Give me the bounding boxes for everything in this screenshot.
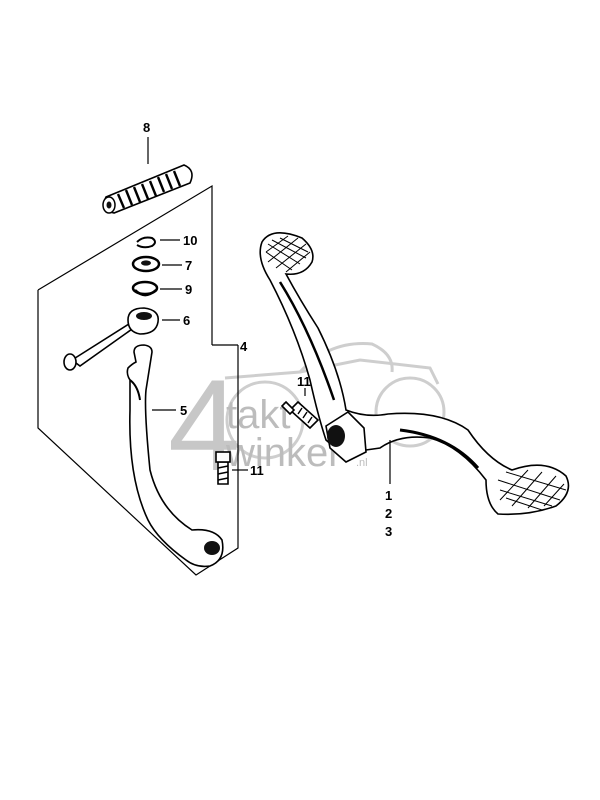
callout-11-left: 11 — [250, 463, 264, 478]
callout-6: 6 — [183, 313, 190, 328]
spring — [131, 280, 182, 297]
callout-10: 10 — [183, 233, 197, 248]
callout-4: 4 — [240, 339, 248, 354]
washer — [131, 255, 182, 273]
callout-9: 9 — [185, 282, 192, 297]
assembly-frame — [37, 184, 239, 576]
callout-5: 5 — [180, 403, 187, 418]
callout-labels: 8 10 7 9 6 4 5 11 11 1 2 3 — [143, 120, 392, 539]
watermark-line2: winkel — [225, 431, 337, 475]
callout-8: 8 — [143, 120, 150, 135]
pinch-bolt-right — [280, 388, 320, 430]
callout-3: 3 — [385, 524, 392, 539]
kick-arm — [126, 344, 224, 568]
kick-pivot-shaft — [63, 307, 180, 371]
callout-7: 7 — [185, 258, 192, 273]
kick-rubber-grip — [102, 137, 193, 214]
watermark: 4 takt winkel .nl — [168, 342, 446, 498]
watermark-line1: takt — [226, 393, 290, 437]
callout-1: 1 — [385, 488, 392, 503]
kickstart-lever — [259, 232, 570, 516]
callout-2: 2 — [385, 506, 392, 521]
pinch-bolt-left — [215, 451, 248, 485]
callout-11-right: 11 — [297, 374, 311, 389]
watermark-suffix: .nl — [356, 457, 368, 469]
circlip — [136, 236, 180, 249]
